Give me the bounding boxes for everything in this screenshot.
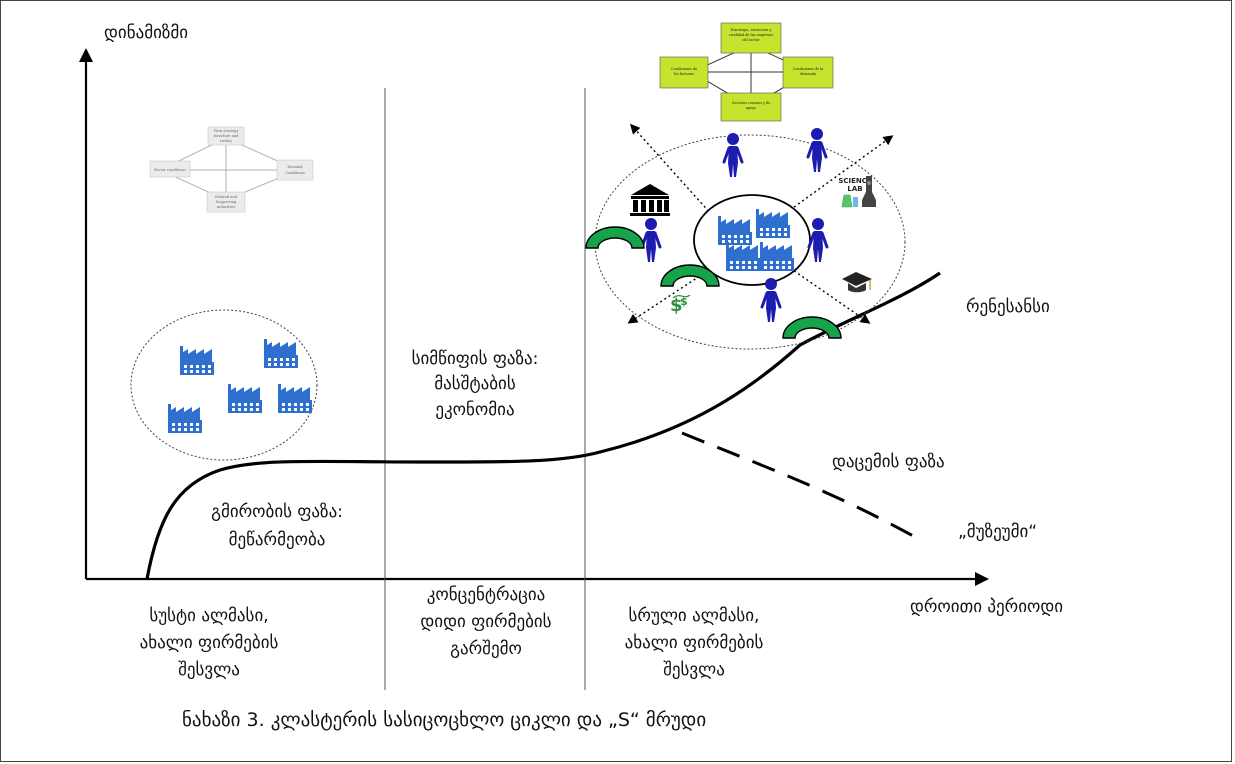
figure-caption: ნახაზი 3. კლასტერის სასიცოცხლო ციკლი და … <box>182 709 706 731</box>
bottom-col3-line2: ახალი ფირმების <box>625 633 764 653</box>
factory-icon <box>264 339 298 368</box>
bottom-col1-line3: შესვლა <box>178 660 240 680</box>
person-icon <box>807 216 829 264</box>
porter-diamond-green: Estrategia, estructura y rivalidad de la… <box>659 22 834 122</box>
green-diamond-left-2: los factores <box>674 72 694 76</box>
decline-label: დაცემის ფაზა <box>832 452 945 472</box>
early-cluster-ellipse <box>130 309 318 461</box>
government-building-icon <box>630 184 670 216</box>
bottom-col2-line3: გარშემო <box>450 639 522 659</box>
factory-icon <box>168 404 202 433</box>
bottom-col3-line1: სრული ალმასი, <box>629 606 760 626</box>
network-arc-icon <box>782 316 842 339</box>
mature-cluster: SCIENCE LAB $ $ <box>585 123 906 350</box>
s-curve <box>145 271 941 580</box>
green-diamond-top-2: rivalidad de las empresas <box>729 33 773 37</box>
decline-curve <box>681 431 916 539</box>
y-axis-label: დინამიზმი <box>104 23 188 43</box>
small-diamond-bottom-2: Supporting <box>216 200 237 204</box>
science-lab-icon: SCIENCE LAB <box>838 176 876 208</box>
graduation-cap-icon <box>842 272 872 293</box>
person-icon <box>722 131 744 179</box>
heroic-phase-subtitle: მეწარმეობა <box>229 530 326 550</box>
small-diamond-top-3: rivalry <box>220 139 233 143</box>
network-arc-icon <box>585 226 645 249</box>
green-diamond-right-1: Condiciones de la <box>793 67 823 71</box>
porter-diamond-small: Firm strategy structure and rivalry Fact… <box>149 126 314 213</box>
bottom-col2-line1: კონცენტრაცია <box>427 585 546 605</box>
small-diamond-right-1: Demand <box>287 165 303 169</box>
svg-text:$: $ <box>680 295 688 308</box>
small-diamond-right-2: Conditions <box>285 171 305 175</box>
competition-phase-title: სიმწიფის ფაზა: <box>412 349 539 369</box>
green-diamond-top-1: Estrategia, estructura y <box>730 28 771 32</box>
heroic-phase-title: გმირობის ფაზა: <box>211 502 343 522</box>
bottom-col1-line1: სუსტი ალმასი, <box>149 606 268 626</box>
competition-phase-line2: მასშტაბის <box>434 374 516 394</box>
factory-icon <box>180 346 214 375</box>
green-diamond-bottom-1: Sectores conexos y de <box>732 101 770 105</box>
science-lab-text-1: SCIENCE <box>838 177 872 185</box>
green-diamond-left-1: Condiciones de <box>671 67 697 71</box>
green-diamond-top-3: del sector <box>742 38 759 42</box>
science-lab-text-2: LAB <box>847 185 862 193</box>
small-diamond-left: Factor conditions <box>154 168 186 172</box>
early-cluster <box>130 309 318 461</box>
small-diamond-top-2: structure and <box>214 134 240 138</box>
factory-icon <box>228 384 262 413</box>
green-diamond-right-2: demanda <box>800 72 816 76</box>
x-axis-label: დროითი პერიოდი <box>910 597 1063 617</box>
person-icon <box>806 126 828 174</box>
museum-label: „მუზეუმი“ <box>958 522 1037 542</box>
competition-phase-line3: ეკონომია <box>435 400 514 420</box>
small-diamond-bottom-3: industries <box>217 205 235 209</box>
renaissance-label: რენესანსი <box>966 297 1050 317</box>
money-icon: $ $ <box>670 294 691 316</box>
factory-icon <box>278 384 312 413</box>
arrow-up-right <box>789 135 894 211</box>
bottom-col3-line3: შესვლა <box>663 660 725 680</box>
small-diamond-bottom-1: Related and <box>215 195 238 199</box>
arrow-down-right <box>789 267 871 324</box>
green-diamond-bottom-2: apoyo <box>746 106 756 110</box>
svg-text:$: $ <box>670 295 683 316</box>
bottom-col2-line2: დიდი ფირმების <box>420 612 551 632</box>
small-diamond-top-1: Firm strategy <box>214 129 240 133</box>
bottom-col1-line2: ახალი ფირმების <box>140 633 279 653</box>
person-icon <box>640 216 662 264</box>
mature-cluster-ellipse <box>594 134 906 350</box>
